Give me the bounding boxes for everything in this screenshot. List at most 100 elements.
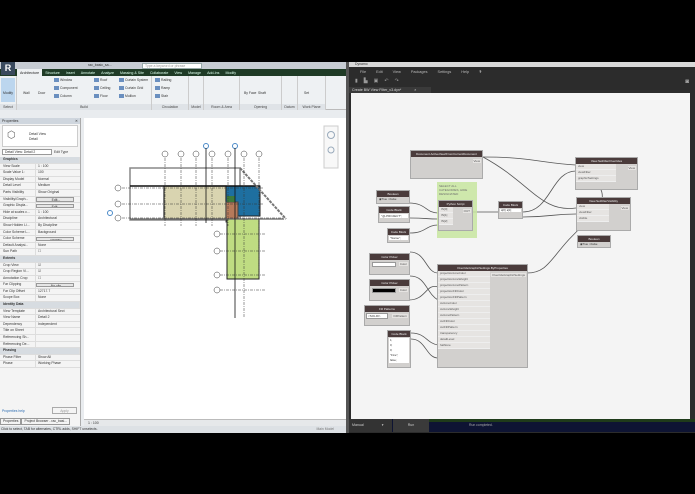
dynamo-canvas[interactable]: SELECT ALL CATEGORIES, HIDE DESIGNATED D… <box>351 93 690 419</box>
property-value[interactable]: None <box>38 242 47 247</box>
modify-button[interactable]: Modify <box>1 78 15 102</box>
save-icon[interactable]: ▣ <box>373 78 379 84</box>
stair-button[interactable]: Stair <box>155 94 168 99</box>
input-port[interactable]: view <box>576 164 616 170</box>
window-button[interactable]: Window <box>54 78 72 83</box>
tab-annotate[interactable]: Annotate <box>80 70 96 75</box>
tab-add-ins[interactable]: Add-Ins <box>207 70 220 75</box>
property-value[interactable]: Show Original <box>38 189 60 194</box>
properties-help-link[interactable]: Properties help <box>2 409 25 413</box>
main-model-selector[interactable]: Main Model <box>316 427 334 431</box>
curtain-system-button[interactable]: Curtain System <box>119 78 148 83</box>
output-port[interactable]: Color <box>398 262 408 266</box>
camera-icon[interactable]: ◙ <box>685 79 689 85</box>
output-port[interactable]: View <box>472 159 481 163</box>
property-value[interactable] <box>36 328 80 334</box>
property-value[interactable]: 100 <box>38 170 44 175</box>
tab-insert[interactable]: Insert <box>65 70 75 75</box>
output-port[interactable]: OUT <box>462 209 471 213</box>
tab-project-browser[interactable]: Project Browser - rac_basi... <box>21 418 71 425</box>
input-port[interactable]: halftone <box>438 343 490 349</box>
property-value[interactable]: Independent <box>38 321 57 326</box>
property-value[interactable] <box>36 335 80 341</box>
by-face-button[interactable]: By Face <box>244 91 257 95</box>
open-file-icon[interactable]: ▙ <box>363 78 368 84</box>
tab-structure[interactable]: Structure <box>45 70 60 75</box>
property-value[interactable]: 12717.7 <box>38 288 51 293</box>
property-value[interactable]: Normal <box>38 176 49 181</box>
input-port[interactable]: cutFillPattern <box>438 325 490 331</box>
ceiling-button[interactable]: Ceiling <box>94 86 110 91</box>
run-mode-dropdown[interactable]: Manual▾ <box>349 419 392 432</box>
shaft-button[interactable]: Shaft <box>258 91 266 95</box>
close-tab-icon[interactable]: × <box>414 88 417 92</box>
code-text[interactable]: "@-PROJECT"; <box>380 214 408 218</box>
component-button[interactable]: Component <box>54 86 78 91</box>
tab-manage[interactable]: Manage <box>188 70 202 75</box>
set-button[interactable]: Set <box>304 91 310 95</box>
ramp-button[interactable]: Ramp <box>155 86 170 91</box>
code-text[interactable]: "Name"; <box>389 236 408 240</box>
input-port[interactable]: cutLinePattern <box>438 313 490 319</box>
tab-view[interactable]: View <box>174 70 183 75</box>
menu-help[interactable]: Help <box>461 70 470 74</box>
property-section[interactable]: Phasing <box>0 348 80 355</box>
door-button[interactable]: Door <box>38 91 46 95</box>
menu-file[interactable]: File <box>360 70 367 74</box>
tab-modify[interactable]: Modify <box>225 70 237 75</box>
input-port[interactable]: detailLevel <box>438 337 490 343</box>
redo-icon[interactable]: ↷ <box>394 78 399 84</box>
property-value[interactable]: Medium <box>38 183 51 188</box>
floor-button[interactable]: Floor <box>94 94 108 99</box>
input-port[interactable]: IN[0] <box>439 207 453 213</box>
output-port[interactable]: OverrideGraphicSettings <box>491 273 526 277</box>
property-value[interactable]: Show All <box>38 354 52 359</box>
node-fill-patterns[interactable]: Fill Patterns<SOLID>FillPattern <box>364 305 410 326</box>
about-icon[interactable]: ? <box>479 70 482 74</box>
property-section[interactable]: Extents <box>0 255 80 263</box>
node-override-graphic-settings[interactable]: OverrideGraphicSettings.ByProperties pro… <box>437 264 528 368</box>
input-port[interactable]: cutLineColor <box>438 301 490 307</box>
tab-massing[interactable]: Massing & Site <box>119 70 144 75</box>
close-icon[interactable]: ✕ <box>74 119 78 123</box>
input-port[interactable]: cutFillColor <box>438 319 490 325</box>
input-port[interactable]: IN[1] <box>439 213 453 219</box>
boolean-toggle[interactable]: ◉True ○False <box>580 242 598 246</box>
property-value[interactable]: By Discipline <box>38 222 58 227</box>
property-value[interactable]: Detail 2 <box>38 315 50 320</box>
wall-button[interactable]: Wall <box>23 91 30 95</box>
node-python-script[interactable]: Python Script IN[0]IN[1]IN[2]OUT <box>438 200 473 231</box>
code-text[interactable]: 1;0;0;"Fine";false; <box>389 338 409 363</box>
input-port[interactable]: graphicSettings <box>576 176 616 182</box>
property-section[interactable]: Graphics <box>0 157 80 164</box>
input-port[interactable]: projectionLinePattern <box>438 283 490 289</box>
property-value[interactable]: ☐ <box>38 275 42 280</box>
output-port[interactable]: View <box>627 166 636 170</box>
property-value[interactable]: No clip <box>36 282 74 288</box>
input-port[interactable]: IN[2] <box>439 219 453 225</box>
file-tab[interactable]: Create BW View Filter_v3.dyn* × <box>349 87 431 93</box>
property-value[interactable]: ☐ <box>38 249 42 254</box>
edit-type-button[interactable]: Edit Type <box>54 150 69 154</box>
tab-collaborate[interactable]: Collaborate <box>149 70 169 75</box>
input-port[interactable]: view <box>577 204 609 210</box>
input-port[interactable]: projectionFillColor <box>438 289 490 295</box>
input-port[interactable]: projectionLineColor <box>438 271 490 277</box>
menu-settings[interactable]: Settings <box>437 70 452 74</box>
node-boolean[interactable]: Boolean◉True ○False <box>376 190 410 204</box>
menu-edit[interactable]: Edit <box>376 70 383 74</box>
node-code-block[interactable]: Code Block"Name"; <box>387 228 410 243</box>
property-value[interactable]: Architectural Sect <box>38 308 65 313</box>
tab-architecture[interactable]: Architecture <box>17 69 43 76</box>
input-port[interactable]: projectionLineWeight <box>438 277 490 283</box>
node-code-block[interactable]: Code Block 1;0;0;"Fine";false; <box>387 330 411 368</box>
column-button[interactable]: Column <box>54 94 72 99</box>
property-value[interactable]: 1 : 100 <box>38 163 49 168</box>
roof-button[interactable]: Roof <box>94 78 107 83</box>
mullion-button[interactable]: Mullion <box>119 94 136 99</box>
color-swatch-white[interactable] <box>372 262 396 267</box>
output-port[interactable]: View <box>620 206 629 210</box>
menu-packages[interactable]: Packages <box>410 70 428 74</box>
